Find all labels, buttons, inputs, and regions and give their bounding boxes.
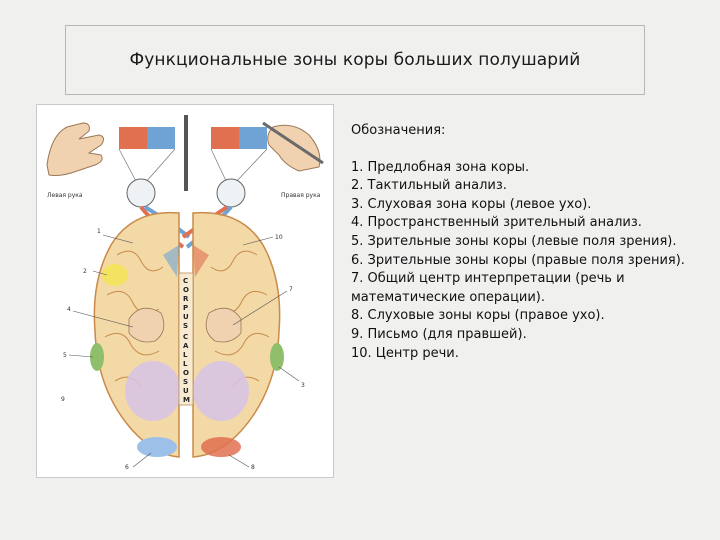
legend-item: 9. Письмо (для правшей). — [351, 326, 527, 342]
legend-item: 2. Тактильный анализ. — [351, 178, 507, 194]
left-hand-icon — [46, 122, 105, 176]
cc-letter: O — [183, 286, 189, 294]
corpus-callosum — [178, 272, 194, 406]
legend-item: 5. Зрительные зоны коры (левые поля зрен… — [351, 233, 677, 249]
cc-letter: M — [183, 396, 190, 404]
zone-number-label: 10 — [275, 234, 283, 241]
left-visual-field-blue — [147, 127, 175, 149]
cc-letter: O — [183, 369, 189, 377]
cc-letter: C — [183, 277, 188, 285]
zone-number-label: 6 — [125, 464, 129, 471]
left-inner-hand-icon — [128, 307, 165, 343]
cc-letter: S — [183, 322, 188, 330]
cc-letter: L — [183, 351, 188, 359]
right-visual-field-blue — [239, 127, 267, 149]
optic-lines — [118, 148, 268, 184]
cc-letter: U — [183, 313, 189, 321]
left-hand-label: Левая рука — [47, 192, 83, 199]
brain-diagram: Левая рука Правая рука — [46, 115, 324, 471]
left-eye-icon — [126, 178, 156, 208]
cc-letter: U — [183, 387, 189, 395]
right-parietal-zone — [193, 361, 249, 421]
left-auditory-zone — [90, 343, 104, 371]
zone-number-label: 5 — [63, 352, 67, 359]
corpus-callosum-letters: C O R P U S C A L L O S U M — [183, 277, 190, 404]
right-auditory-zone — [270, 343, 284, 371]
right-eye-icon — [216, 178, 246, 208]
right-hand-icon — [262, 121, 324, 172]
zone-number-label: 3 — [301, 382, 305, 389]
cc-letter: A — [183, 342, 189, 350]
brain-figure: Левая рука Правая рука — [36, 104, 334, 478]
legend: Обозначения: 1. Предлобная зона коры. 2.… — [351, 122, 691, 363]
divider-bar — [184, 115, 188, 191]
legend-item: 10. Центр речи. — [351, 345, 459, 361]
cc-letter: S — [183, 378, 188, 386]
right-inner-hand-icon — [205, 307, 242, 343]
slide-title: Функциональные зоны коры больших полушар… — [129, 50, 581, 70]
right-visual-pathway — [193, 245, 209, 277]
legend-item: 7. Общий центр интерпретации (речь и мат… — [351, 271, 625, 305]
legend-item: 1. Предлобная зона коры. — [351, 159, 530, 175]
left-parietal-zone — [125, 361, 181, 421]
zone-number-label: 1 — [97, 228, 101, 235]
right-hand-label: Правая рука — [281, 192, 321, 199]
right-occipital-zone — [201, 437, 241, 457]
tactile-zone — [102, 264, 128, 286]
zone-number-label: 4 — [67, 306, 71, 313]
cc-letter: P — [183, 304, 188, 312]
title-box: Функциональные зоны коры больших полушар… — [65, 25, 645, 95]
leader-lines — [68, 234, 300, 468]
legend-heading: Обозначения: — [351, 123, 446, 138]
zone-number-label: 2 — [83, 268, 87, 275]
zone-number-label: 7 — [289, 286, 293, 293]
cc-letter: C — [183, 333, 188, 341]
legend-item: 8. Слуховые зоны коры (правое ухо). — [351, 308, 605, 324]
left-occipital-zone — [137, 437, 177, 457]
legend-list: 1. Предлобная зона коры. 2. Тактильный а… — [351, 159, 691, 364]
right-visual-field-red — [211, 127, 239, 149]
left-visual-pathway — [163, 245, 179, 277]
cc-letter: R — [183, 295, 189, 303]
zone-number-label: 9 — [61, 396, 65, 403]
cc-letter: L — [183, 360, 188, 368]
zone-number-label: 8 — [251, 464, 255, 471]
left-visual-field-red — [119, 127, 147, 149]
legend-item: 4. Пространственный зрительный анализ. — [351, 215, 642, 231]
legend-item: 3. Слуховая зона коры (левое ухо). — [351, 196, 592, 212]
legend-item: 6. Зрительные зоны коры (правые поля зре… — [351, 252, 685, 268]
